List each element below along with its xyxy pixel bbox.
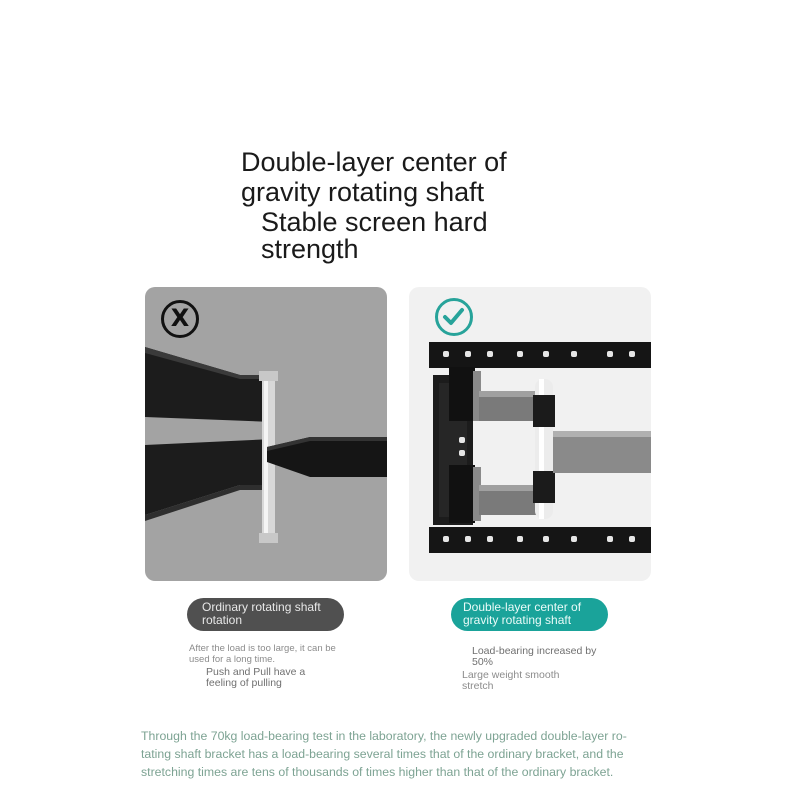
footer-line-1: Through the 70kg load-bearing test in th…	[141, 729, 627, 743]
ordinary-shaft-label-line-1: Ordinary rotating shaft	[202, 600, 321, 614]
headline-line-3: Stable screen hard	[261, 207, 488, 237]
ordinary-note-2-line-2: feeling of pulling	[206, 677, 282, 689]
cross-circle-icon: X	[161, 300, 199, 338]
ordinary-note-2: Push and Pull have a feeling of pulling	[206, 667, 336, 689]
ordinary-shaft-label-line-2: rotation	[202, 613, 243, 627]
double-layer-shaft-label: Double-layer center of gravity rotating …	[451, 598, 608, 631]
ordinary-shaft-label: Ordinary rotating shaft rotation	[187, 598, 344, 631]
double-layer-shaft-label-line-2: gravity rotating shaft	[463, 613, 572, 627]
upgraded-note-2: Large weight smooth stretch	[462, 670, 592, 692]
check-circle-icon	[435, 298, 473, 336]
upgraded-note-1-line-2: 50%	[472, 656, 494, 668]
upgraded-note-1-line-1: Load-bearing increased by	[472, 645, 597, 657]
headline-line-1: Double-layer center of	[241, 147, 507, 177]
double-layer-bracket-image	[409, 287, 651, 581]
check-mark	[443, 308, 464, 325]
ordinary-bracket-illustration	[145, 347, 387, 543]
upgraded-note-2-line-2: stretch	[462, 680, 494, 692]
ordinary-note-1-line-1: After the load is too large, it can be	[189, 643, 336, 654]
footer-line-2: tating shaft bracket has a load-bearing …	[141, 747, 624, 761]
ordinary-note-1: After the load is too large, it can be u…	[189, 643, 369, 665]
upgraded-note-1: Load-bearing increased by 50%	[472, 646, 612, 668]
double-layer-bracket-illustration	[429, 342, 651, 553]
upgraded-note-2-line-1: Large weight smooth	[462, 669, 560, 681]
ordinary-note-2-line-1: Push and Pull have a	[206, 666, 306, 678]
footer-description: Through the 70kg load-bearing test in th…	[141, 727, 671, 781]
footer-line-3: stretching times are tens of thousands o…	[141, 765, 614, 779]
headline-line-4: strength	[261, 234, 359, 264]
headline-line-2: gravity rotating shaft	[241, 177, 485, 207]
ordinary-bracket-image: X	[145, 287, 387, 581]
ordinary-note-1-line-2: used for a long time.	[189, 654, 276, 665]
double-layer-shaft-label-line-1: Double-layer center of	[463, 600, 582, 614]
